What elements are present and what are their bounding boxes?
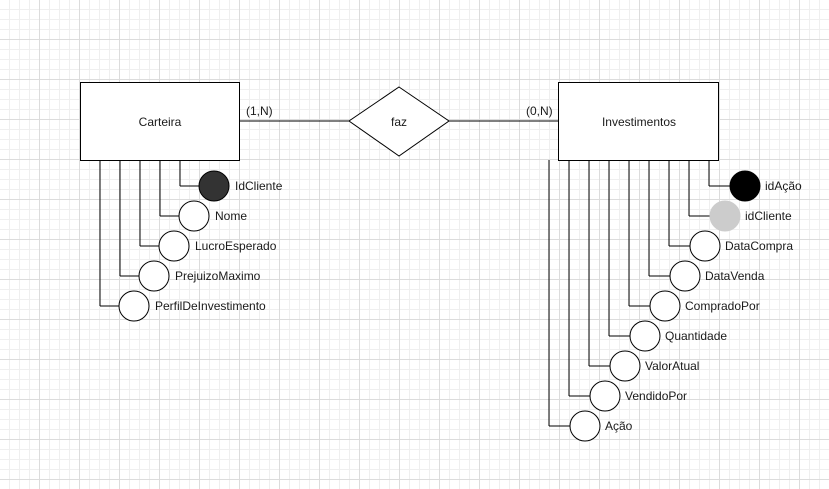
carteira-nome-attribute-label: Nome xyxy=(215,209,248,223)
carteira-perfildeinvestimento-attribute-label: PerfilDeInvestimento xyxy=(155,299,266,313)
carteira-prejuizomaximo-attribute-label: PrejuizoMaximo xyxy=(175,269,261,283)
investimentos-idacao-attribute-label: idAção xyxy=(765,179,802,193)
carteira-idcliente-attribute-label: IdCliente xyxy=(235,179,283,193)
carteira-lucroesperado-attribute-label: LucroEsperado xyxy=(195,239,277,253)
investimentos-idcliente-attribute-circle[interactable] xyxy=(709,200,741,232)
investimentos-quantidade-attribute-label: Quantidade xyxy=(665,329,728,343)
attribute-layer xyxy=(99,160,761,442)
cardinality-investimentos: (0,N) xyxy=(526,104,553,118)
investimentos-valoratual-attribute-label: ValorAtual xyxy=(645,359,700,373)
carteira-idcliente-attribute-circle[interactable] xyxy=(198,170,230,202)
relationship-faz-diamond[interactable] xyxy=(348,86,450,157)
investimentos-datavenda-attribute-circle[interactable] xyxy=(669,260,701,292)
investimentos-valoratual-attribute-circle[interactable] xyxy=(609,350,641,382)
investimentos-acao-attribute-circle[interactable] xyxy=(569,410,601,442)
investimentos-datacompra-attribute-label: DataCompra xyxy=(725,239,794,253)
carteira-prejuizomaximo-attribute-circle[interactable] xyxy=(138,260,170,292)
carteira-perfildeinvestimento-attribute-circle[interactable] xyxy=(118,290,150,322)
investimentos-quantidade-attribute-circle[interactable] xyxy=(629,320,661,352)
carteira-lucroesperado-attribute-circle[interactable] xyxy=(158,230,190,262)
investimentos-idacao-attribute-circle[interactable] xyxy=(729,170,761,202)
investimentos-vendidopor-attribute-label: VendidoPor xyxy=(625,389,688,403)
investimentos-compradopor-attribute-label: CompradoPor xyxy=(685,299,760,313)
investimentos-compradopor-attribute-circle[interactable] xyxy=(649,290,681,322)
relationship-faz-label: faz xyxy=(390,115,408,129)
cardinality-carteira: (1,N) xyxy=(246,104,273,118)
entity-investimentos-label: Investimentos xyxy=(601,115,677,129)
entity-carteira-box[interactable] xyxy=(80,82,240,161)
entity-investimentos-box[interactable] xyxy=(558,82,719,161)
investimentos-datavenda-attribute-label: DataVenda xyxy=(705,269,765,283)
investimentos-vendidopor-attribute-circle[interactable] xyxy=(589,380,621,412)
investimentos-acao-attribute-label: Ação xyxy=(605,419,633,433)
investimentos-datacompra-attribute-circle[interactable] xyxy=(689,230,721,262)
carteira-nome-attribute-circle[interactable] xyxy=(178,200,210,232)
investimentos-idcliente-attribute-label: idCliente xyxy=(745,209,792,223)
entity-carteira-label: Carteira xyxy=(138,115,182,129)
